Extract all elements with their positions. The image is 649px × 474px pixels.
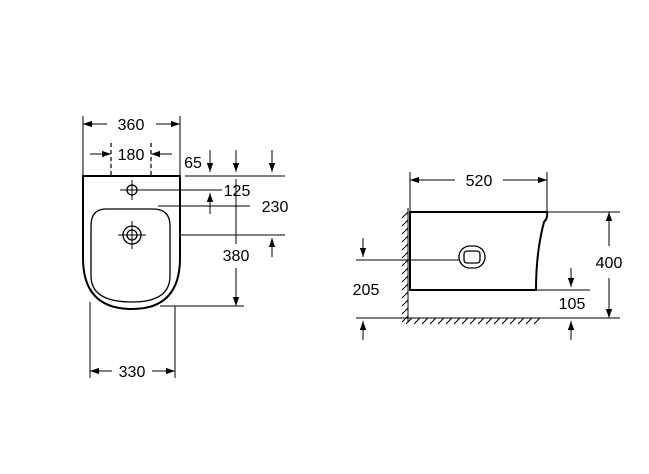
drain-hole: [118, 221, 146, 249]
dim-bottom-offset: [536, 268, 590, 340]
bidet-front-outline: [82, 175, 181, 311]
dim-label-230: 230: [262, 199, 289, 216]
outlet-pipe: [458, 245, 486, 269]
dim-label-180: 180: [118, 147, 145, 164]
dim-label-520: 520: [466, 173, 493, 190]
dim-top-offset: [185, 150, 285, 177]
dim-label-105: 105: [559, 296, 586, 313]
dim-bottom-width: [89, 302, 176, 378]
dim-overall-width: [82, 116, 181, 176]
side-view: 520 400 205 105: [353, 172, 623, 340]
dim-depth-to-edge: [160, 179, 244, 307]
dim-overall-length: [409, 172, 548, 212]
dim-label-65: 65: [184, 155, 202, 172]
dim-label-125: 125: [224, 183, 251, 200]
wall-hatching: [401, 208, 409, 323]
bidet-bowl-outline: [90, 208, 171, 303]
dim-label-360: 360: [118, 117, 145, 134]
dim-overall-height: [540, 211, 620, 319]
floor-hatching: [405, 317, 541, 325]
dim-bowl-height: [158, 205, 285, 257]
tap-hole: [120, 180, 144, 200]
bidet-side-outline: [409, 211, 549, 291]
dim-label-400: 400: [596, 255, 623, 272]
front-view: 360 180 65 125 230: [82, 116, 289, 381]
dim-label-330: 330: [119, 364, 146, 381]
dim-outlet-height: [356, 238, 459, 340]
dim-label-380: 380: [223, 248, 250, 265]
dim-tap-spacing: [90, 143, 172, 176]
dim-tap-hole-height: [144, 189, 222, 214]
dim-label-205: 205: [353, 282, 380, 299]
